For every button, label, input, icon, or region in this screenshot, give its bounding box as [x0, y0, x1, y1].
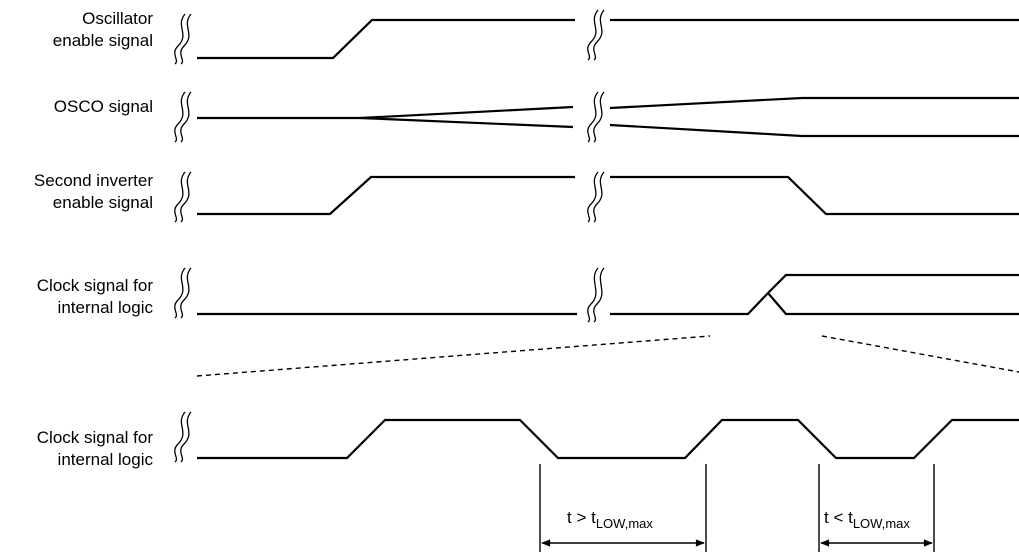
zoom-guide-left	[196, 335, 711, 377]
second-inverter-waveform	[174, 171, 1019, 223]
break-mark-mid	[587, 9, 605, 61]
zoom-guide-right	[821, 335, 1019, 373]
second-inverter-label: Second inverter enable signal	[33, 171, 153, 212]
break-mark-left	[174, 91, 192, 143]
break-mark-left	[174, 411, 192, 463]
break-mark-mid	[587, 91, 605, 143]
long-low-time-label: t > tLOW,max	[567, 508, 653, 531]
short-low-time-label: t < tLOW,max	[824, 508, 910, 531]
break-mark-mid	[587, 267, 605, 323]
clock-zoom-label: Clock signal for internal logic	[36, 428, 153, 469]
break-mark-mid	[587, 171, 605, 223]
clock-top-label: Clock signal for internal logic	[36, 276, 153, 317]
osco-waveform	[174, 91, 1019, 143]
break-mark-left	[174, 171, 192, 223]
osco-label: OSCO signal	[53, 97, 153, 116]
clock-top-waveform	[174, 267, 1019, 323]
oscillator-enable-waveform	[174, 9, 1019, 65]
measurement-short-low	[818, 464, 935, 552]
break-mark-left	[174, 267, 192, 319]
oscillator-enable-label: Oscillator enable signal	[52, 9, 153, 50]
measurement-long-low	[539, 464, 707, 552]
clock-zoom-waveform	[174, 411, 1019, 463]
break-mark-left	[174, 13, 192, 65]
